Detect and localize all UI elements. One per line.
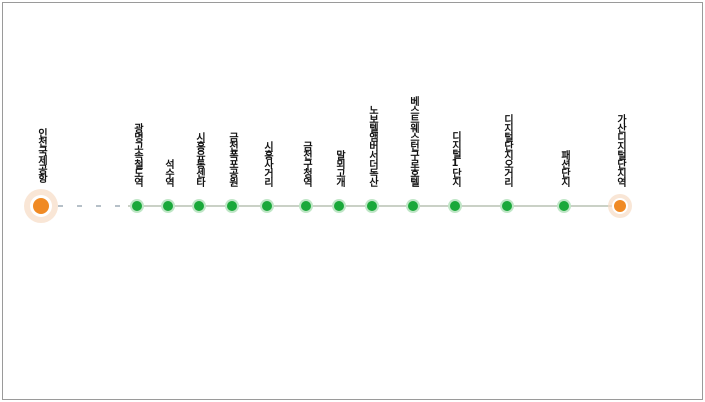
stop-label-11: 디지털단지오거리 xyxy=(501,114,513,186)
stop-marker-12[interactable] xyxy=(557,199,571,213)
stop-marker-9[interactable] xyxy=(406,199,420,213)
stop-marker-11[interactable] xyxy=(500,199,514,213)
stop-dot xyxy=(367,201,377,211)
stop-label-7: 말뫼고개 xyxy=(333,150,345,186)
stop-dot xyxy=(450,201,460,211)
stop-marker-10[interactable] xyxy=(448,199,462,213)
stop-dot xyxy=(227,201,237,211)
stop-marker-6[interactable] xyxy=(299,199,313,213)
stop-marker-5[interactable] xyxy=(260,199,274,213)
stop-dot xyxy=(163,201,173,211)
stop-label-4: 금천폭포공원 xyxy=(226,132,238,186)
stop-label-10: 디지털1단지 xyxy=(449,131,461,186)
stop-dot xyxy=(132,201,142,211)
stop-label-13: 가산디지털단지역 xyxy=(614,114,626,186)
stop-label-3: 시흥유통센타 xyxy=(193,132,205,186)
terminal-dot xyxy=(614,200,626,212)
stop-marker-1[interactable] xyxy=(130,199,144,213)
stop-dot xyxy=(502,201,512,211)
stop-label-0: 인천국제공항 xyxy=(35,128,47,182)
stop-label-8: 노보텔앰버서더독산 xyxy=(366,105,378,186)
stop-dot xyxy=(334,201,344,211)
stop-label-2: 석수역 xyxy=(162,159,174,186)
stop-dot xyxy=(559,201,569,211)
stop-dot xyxy=(194,201,204,211)
stop-label-5: 시흥사거리 xyxy=(261,141,273,186)
stop-label-9: 베스트웨스턴구로호텔 xyxy=(407,96,419,186)
stop-label-12: 패션단지 xyxy=(558,150,570,186)
stop-dot xyxy=(408,201,418,211)
stop-marker-13[interactable] xyxy=(608,194,632,218)
stop-marker-7[interactable] xyxy=(332,199,346,213)
terminal-dot xyxy=(33,198,49,214)
stop-label-1: 광명고속철도역 xyxy=(131,123,143,186)
stop-marker-2[interactable] xyxy=(161,199,175,213)
stop-marker-8[interactable] xyxy=(365,199,379,213)
stop-dot xyxy=(262,201,272,211)
stop-marker-0[interactable] xyxy=(24,189,58,223)
stop-marker-3[interactable] xyxy=(192,199,206,213)
stop-marker-4[interactable] xyxy=(225,199,239,213)
stop-dot xyxy=(301,201,311,211)
route-stops xyxy=(24,189,632,223)
stop-label-6: 금천구청역 xyxy=(300,141,312,186)
